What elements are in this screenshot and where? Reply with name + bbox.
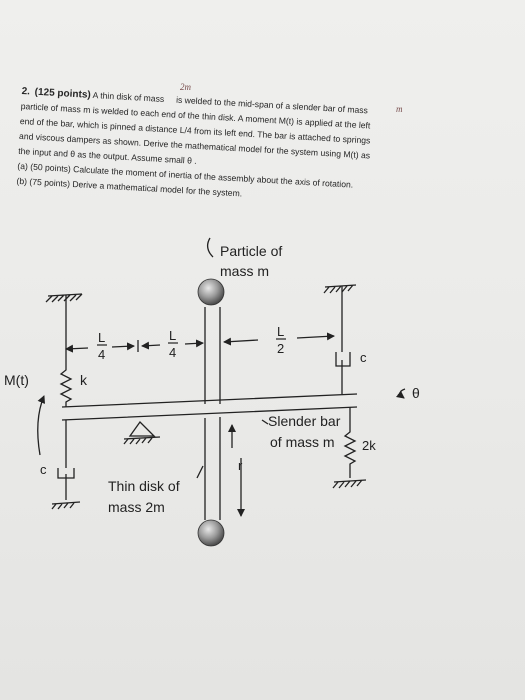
pivot-support [123,420,161,445]
handwritten-m: m [396,104,403,114]
dim-arrow-right-a [223,337,259,346]
bar-label-line2: of mass m [270,434,335,450]
damper-right [335,286,351,394]
dim-arrow-left [65,344,89,353]
disk-pointer [196,465,204,479]
ground-bottom-right [332,479,367,489]
moment-label: M(t) [4,372,29,388]
bar-pointer [261,419,269,425]
spring-right [343,407,357,478]
dim-arrow-left-b [111,342,135,351]
bar-label-line1: Slender bar [268,413,341,429]
dim-left-num: L [98,330,106,345]
dim-right-den: 2 [277,341,285,356]
dim-mid-num: L [169,328,177,343]
ground-top-left [45,293,83,303]
handwritten-2m: 2m [180,82,191,92]
dim-arrow-right-b [296,332,335,341]
ground-top-right [323,284,357,294]
particle-bottom [197,519,225,547]
r-label: r [238,458,243,473]
dim-mid-den: 4 [169,345,177,360]
moment-arrow [37,395,46,456]
dim-arrow-mid-a [141,341,161,350]
disk-label-line1: Thin disk of [108,478,180,494]
damper-left [57,420,75,500]
particle-label-line2: mass m [220,263,269,279]
theta-arrow [396,388,406,399]
ground-bottom-left [51,501,81,510]
particle-pointer [206,237,214,258]
slender-bar [61,393,358,421]
damper-right-label: c [360,350,367,365]
spring-left-label: k [80,372,87,388]
theta-label: θ [412,385,420,401]
thin-disk [204,307,221,520]
disk-label-line2: mass 2m [108,499,165,515]
particle-top [197,278,225,306]
particle-label-line1: Particle of [220,243,283,259]
damper-left-label: c [40,462,47,477]
dim-left-den: 4 [98,347,106,362]
dim-right-num: L [277,324,285,339]
dim-arrow-mid-b [184,339,204,348]
spring-right-label: 2k [362,438,376,453]
spring-left [59,295,73,407]
